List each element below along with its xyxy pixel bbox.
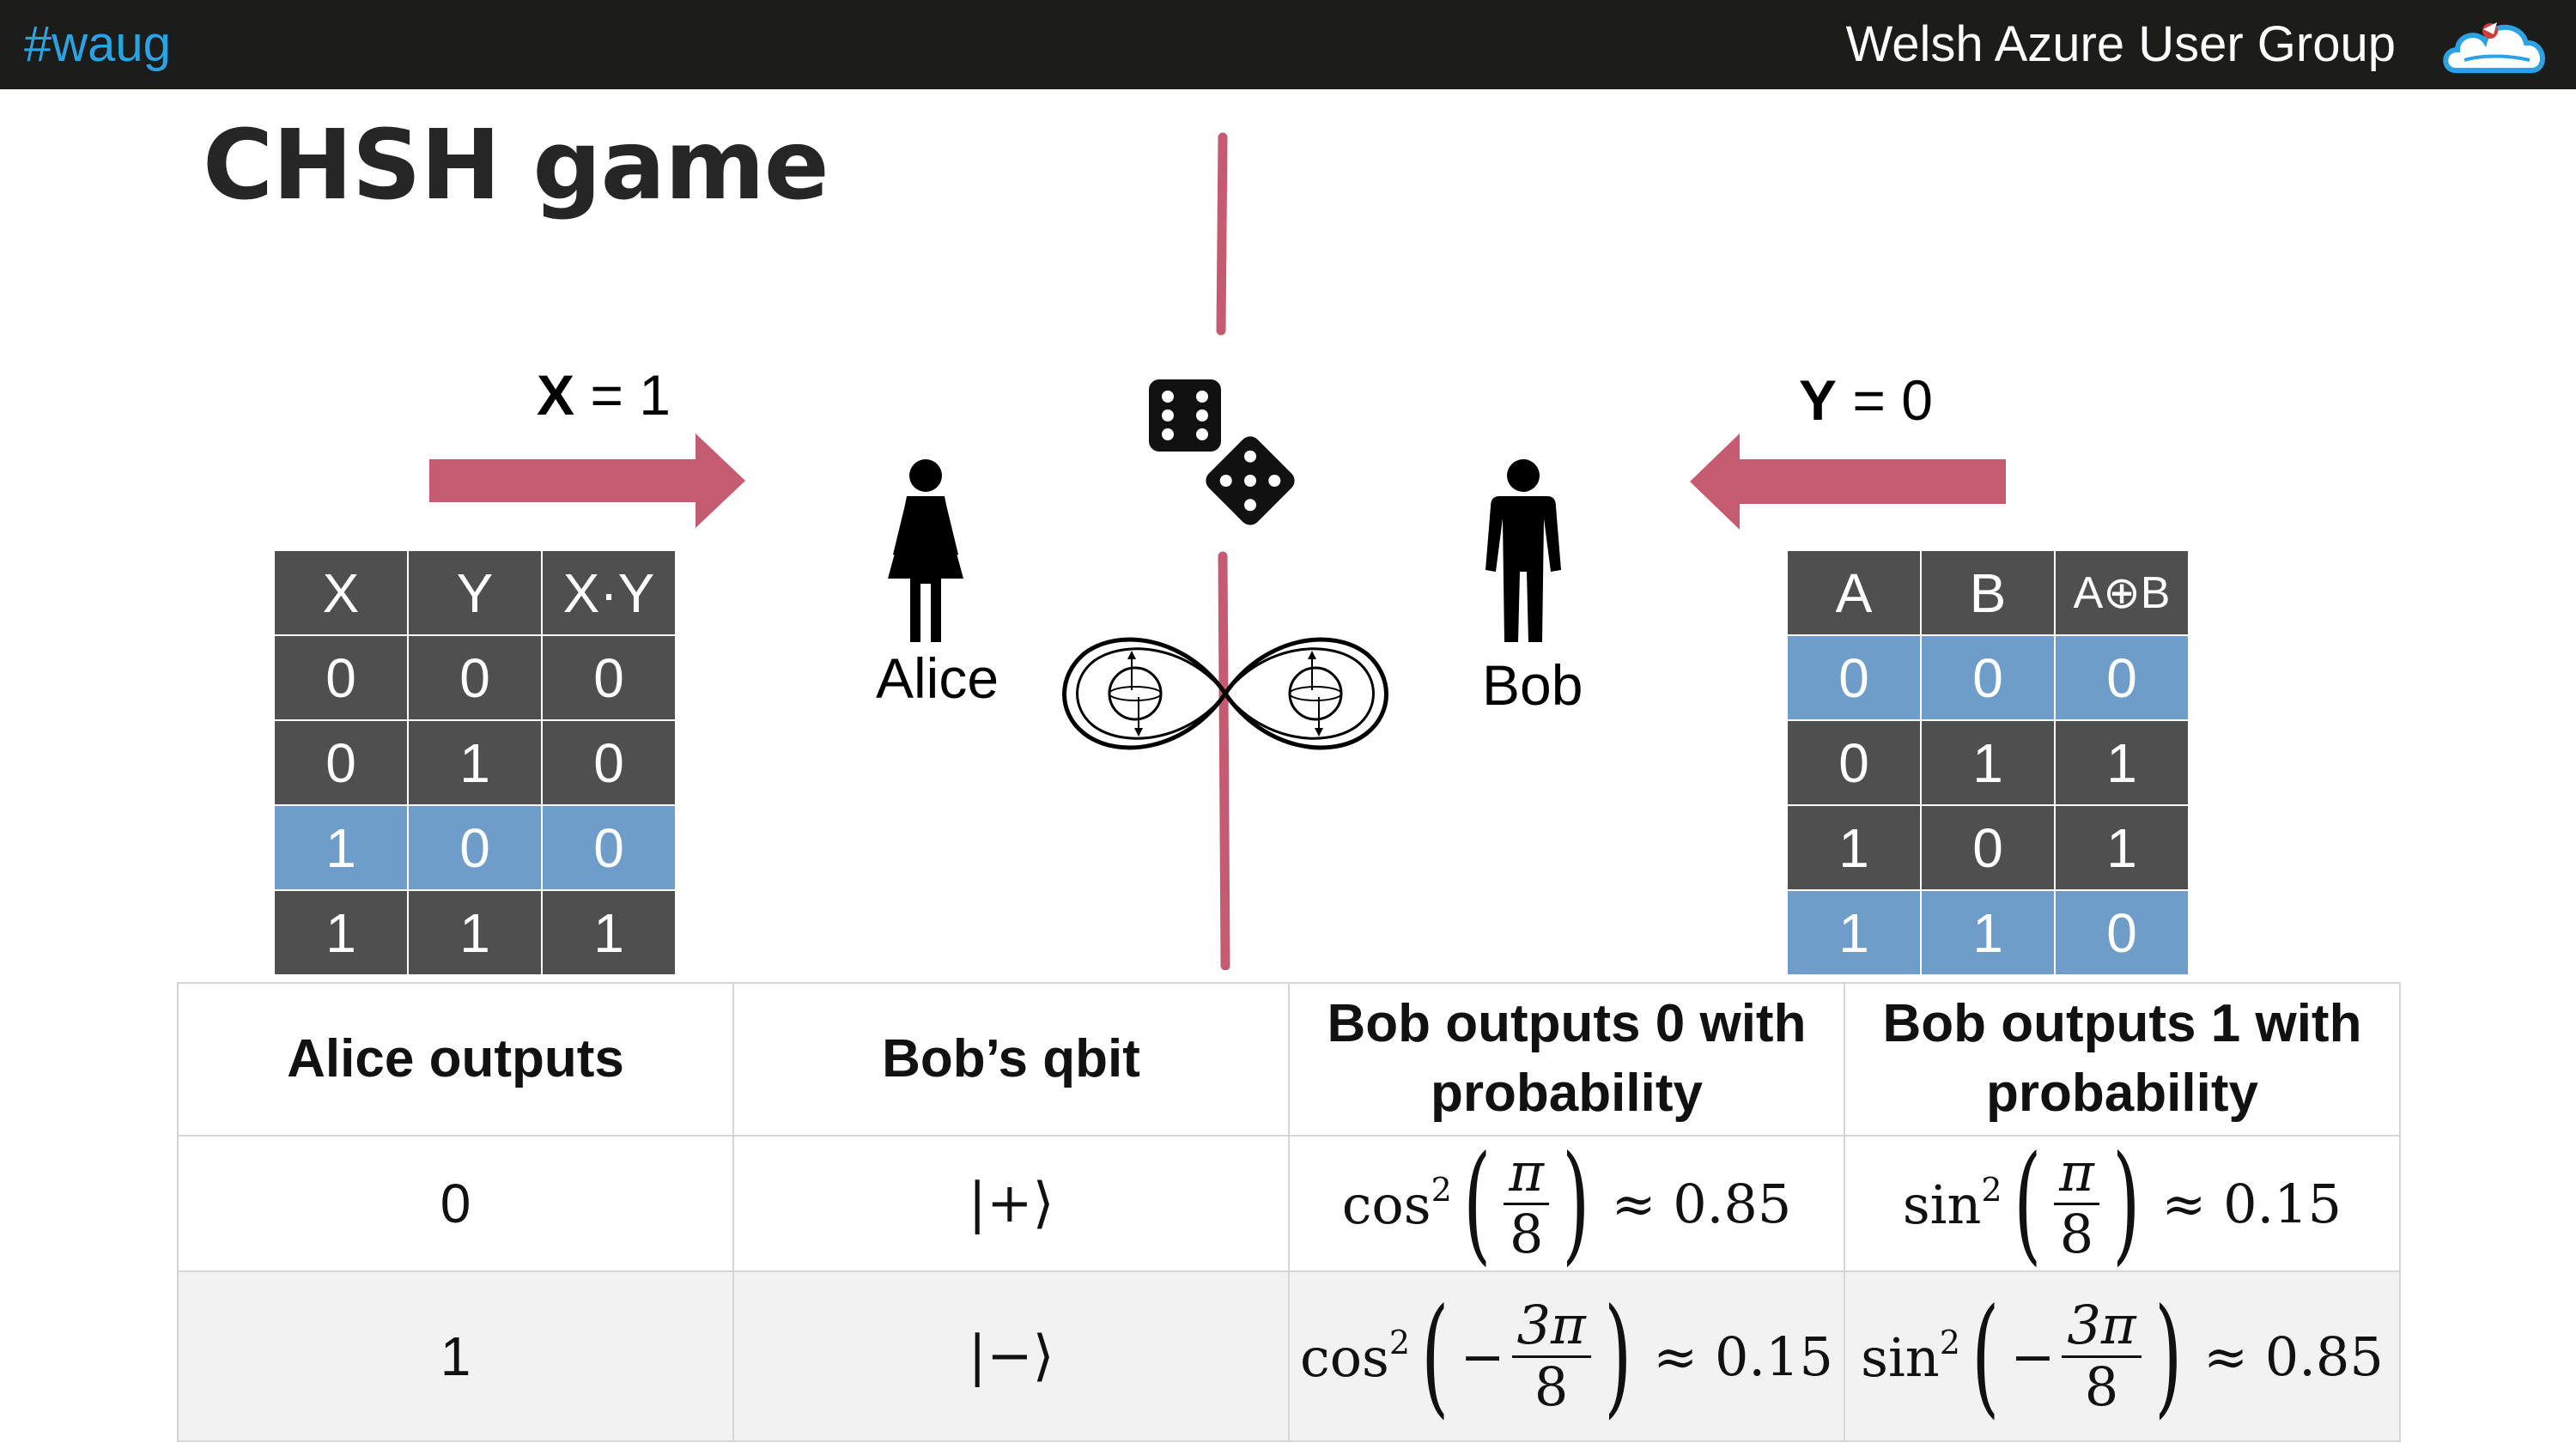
table-cell: 1 (541, 889, 677, 976)
table-cell: 1 (2054, 719, 2190, 806)
table-cell: 1 (2054, 804, 2190, 891)
table-cell: 1 (1920, 719, 2056, 806)
table-header-cell: Bob outputs 1 with probability (1844, 982, 2401, 1137)
table-row: 0 0 0 (273, 634, 677, 721)
table-row-highlighted: 1 1 0 (1786, 889, 2190, 976)
x-input-label: X = 1 (537, 363, 671, 427)
table-row: 0 1 0 (273, 719, 677, 806)
entangled-qubits-icon (1062, 637, 1388, 750)
table-cell: 1 (407, 719, 543, 806)
table-header-cell: X·Y (541, 549, 677, 636)
table-cell: 1 (1786, 804, 1922, 891)
table-cell: 1 (407, 889, 543, 976)
table-header-row: X Y X·Y (273, 549, 677, 636)
table-header-cell: Alice outputs (177, 982, 734, 1137)
table-row-highlighted: 0 0 0 (1786, 634, 2190, 721)
left-arrow-icon (1690, 433, 2006, 530)
table-header-cell: Bob’s qbit (732, 982, 1290, 1137)
bob-label: Bob (1482, 653, 1583, 717)
female-person-icon (888, 459, 963, 642)
table-cell: 0 (1786, 719, 1922, 806)
table-cell: 0 (2054, 634, 2190, 721)
xy-truth-table: X Y X·Y 0 0 0 0 1 0 1 0 0 1 1 1 (273, 549, 677, 976)
table-row: 0 1 1 (1786, 719, 2190, 806)
table-header-cell: Bob outputs 0 with probability (1288, 982, 1845, 1137)
table-header-cell: B (1920, 549, 2056, 636)
male-person-icon (1485, 459, 1561, 642)
table-header-cell: A⊕B (2054, 549, 2190, 636)
right-arrow-icon (429, 433, 745, 528)
table-cell: 1 (273, 804, 409, 891)
qbit-state-cell: |−⟩ (732, 1270, 1290, 1442)
table-header-row: A B A⊕B (1786, 549, 2190, 636)
table-cell: 0 (273, 719, 409, 806)
qbit-state-cell: |+⟩ (732, 1135, 1290, 1272)
table-cell: 0 (273, 634, 409, 721)
table-header-cell: X (273, 549, 409, 636)
table-cell: 0 (2054, 889, 2190, 976)
alice-output-cell: 0 (177, 1135, 734, 1272)
y-input-label: Y = 0 (1799, 368, 1933, 432)
table-cell: 1 (1920, 889, 2056, 976)
table-cell: 0 (541, 804, 677, 891)
table-header-row: Alice outputs Bob’s qbit Bob outputs 0 w… (177, 982, 2401, 1137)
table-cell: 0 (407, 634, 543, 721)
page-title: CHSH game (203, 110, 829, 221)
outcome-probability-table: Alice outputs Bob’s qbit Bob outputs 0 w… (177, 982, 2401, 1442)
table-cell: 0 (1920, 634, 2056, 721)
separator-line (1216, 132, 1230, 970)
table-cell: 0 (541, 719, 677, 806)
top-bar: #waug Welsh Azure User Group (0, 0, 2576, 89)
table-cell: 1 (273, 889, 409, 976)
table-cell: 0 (541, 634, 677, 721)
group-name: Welsh Azure User Group (1845, 16, 2396, 72)
alice-label: Alice (876, 646, 999, 710)
table-row: 1 1 1 (273, 889, 677, 976)
table-header-cell: Y (407, 549, 543, 636)
table-header-cell: A (1786, 549, 1922, 636)
dice-icon (1149, 379, 1295, 525)
hashtag: #waug (24, 16, 171, 72)
table-cell: 0 (1786, 634, 1922, 721)
table-row-highlighted: 1 0 0 (273, 804, 677, 891)
table-cell: 0 (1920, 804, 2056, 891)
table-row: 1 0 1 (1786, 804, 2190, 891)
ab-truth-table: A B A⊕B 0 0 0 0 1 1 1 0 1 1 1 0 (1786, 549, 2190, 976)
alice-output-cell: 1 (177, 1270, 734, 1442)
table-cell: 0 (407, 804, 543, 891)
table-cell: 1 (1786, 889, 1922, 976)
cloud-logo-icon (2443, 22, 2545, 73)
